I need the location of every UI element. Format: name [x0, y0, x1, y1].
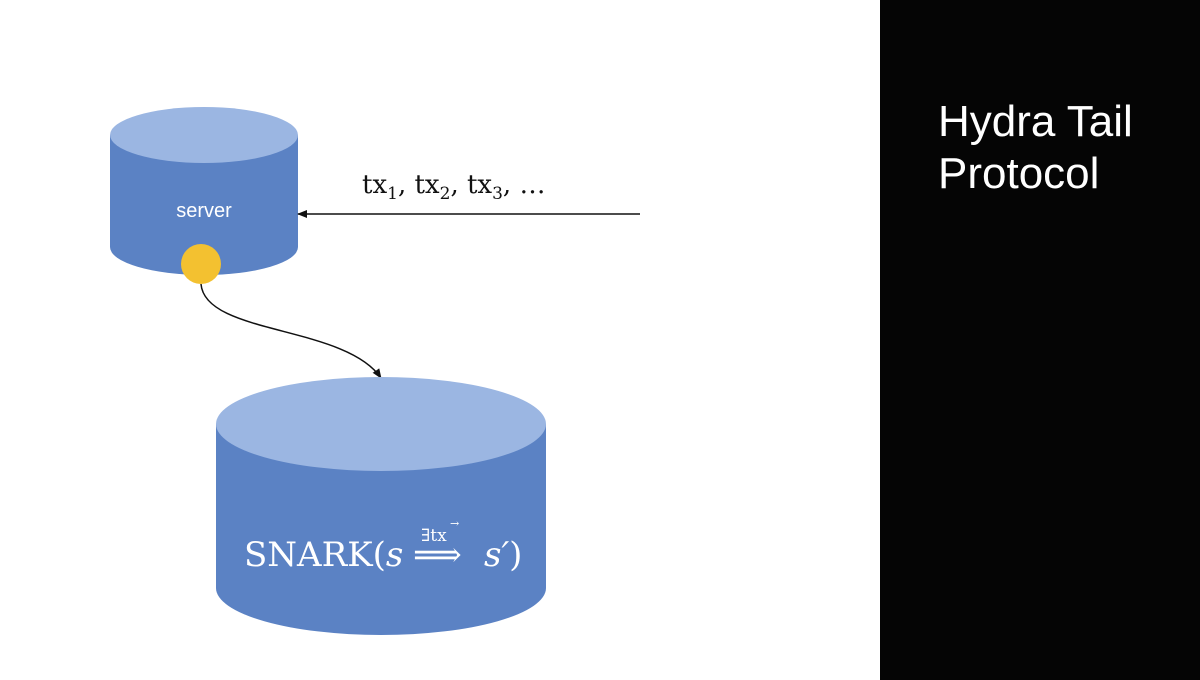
server-database: server: [110, 107, 298, 275]
title-panel: Hydra Tail Protocol: [880, 0, 1200, 680]
snark-formula-end: s′): [484, 535, 522, 575]
server-cylinder-body: [110, 135, 298, 275]
output-port-dot: [181, 244, 221, 284]
diagram-canvas: server tx1, tx2, tx3, … SNARK(s ⟹ ∃tx → …: [110, 107, 640, 635]
slide-title-line-1: Hydra Tail: [938, 97, 1133, 146]
snark-cylinder-top: [216, 377, 546, 471]
slide-title: Hydra Tail Protocol: [938, 96, 1188, 200]
snark-arrow-label: ∃tx: [421, 526, 447, 546]
server-label: server: [176, 200, 232, 222]
proof-flow-arrow: [200, 283, 382, 379]
snark-vector-mark: →: [450, 517, 459, 530]
server-cylinder-top: [110, 107, 298, 163]
snark-cylinder-body: [216, 424, 546, 635]
snark-database: SNARK(s ⟹ ∃tx → s′): [216, 377, 546, 635]
tx-sequence-label: tx1, tx2, tx3, …: [362, 170, 545, 204]
slide-title-line-2: Protocol: [938, 149, 1100, 198]
snark-formula: SNARK(s: [244, 535, 403, 575]
snark-arrow: ⟹: [413, 535, 462, 575]
